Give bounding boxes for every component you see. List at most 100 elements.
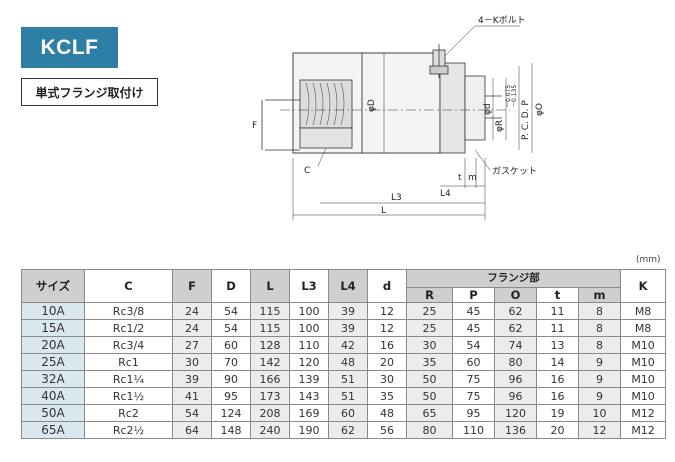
cell-o: 120 xyxy=(494,404,537,422)
cell-r: 30 xyxy=(406,336,453,354)
cell-t: 11 xyxy=(536,319,579,337)
cell-d: 16 xyxy=(367,336,407,354)
cell-r: 50 xyxy=(406,387,453,405)
cell-size: 40A xyxy=(21,387,85,405)
product-code-badge: KCLF xyxy=(21,27,118,68)
flange xyxy=(439,62,466,154)
cell-l3: 139 xyxy=(289,370,329,388)
header-l4: L4 xyxy=(328,269,368,303)
dim-r: φR xyxy=(495,120,505,132)
cell-m: 8 xyxy=(577,302,622,320)
cell-l: 115 xyxy=(250,319,290,337)
cell-l3: 169 xyxy=(289,404,329,422)
cell-r: 25 xyxy=(406,319,453,337)
cell-p: 75 xyxy=(452,370,495,388)
cell-t: 14 xyxy=(536,353,579,371)
cell-l4: 39 xyxy=(328,319,368,337)
cell-k: M12 xyxy=(620,421,667,439)
cell-l4: 42 xyxy=(328,336,368,354)
cell-m: 9 xyxy=(577,387,622,405)
cell-t: 16 xyxy=(536,370,579,388)
cell-d: 20 xyxy=(367,353,407,371)
header-k: K xyxy=(620,269,667,303)
cell-k: M8 xyxy=(620,319,667,337)
dim-r-tol-upper: －0.075 xyxy=(505,85,512,108)
dim-d-inner: φd xyxy=(483,103,493,115)
dim-m: m xyxy=(468,173,477,183)
cell-f: 24 xyxy=(172,302,212,320)
cell-d: 60 xyxy=(211,336,251,354)
cell-k: M10 xyxy=(620,336,667,354)
cell-d: 95 xyxy=(211,387,251,405)
cell-l4: 60 xyxy=(328,404,368,422)
dim-f: F xyxy=(252,121,257,131)
cell-m: 9 xyxy=(577,370,622,388)
dim-r-tol-lower: －0.135 xyxy=(511,85,518,108)
cell-k: M12 xyxy=(620,404,667,422)
cell-f: 30 xyxy=(172,353,212,371)
cell-m: 8 xyxy=(577,336,622,354)
cell-l: 166 xyxy=(250,370,290,388)
header-r: R xyxy=(406,287,453,303)
spec-table: サイズ C F D L L3 L4 d フランジ部 K R P O t m 10… xyxy=(21,269,667,439)
cell-d: 148 xyxy=(211,421,251,439)
cell-size: 25A xyxy=(21,353,85,371)
cell-d: 54 xyxy=(211,319,251,337)
cell-l3: 190 xyxy=(289,421,329,439)
cell-p: 75 xyxy=(452,387,495,405)
cell-d: 54 xyxy=(211,302,251,320)
cell-o: 62 xyxy=(494,319,537,337)
header-f: F xyxy=(172,269,212,303)
cell-o: 96 xyxy=(494,387,537,405)
cell-o: 96 xyxy=(494,370,537,388)
cell-l3: 143 xyxy=(289,387,329,405)
cell-p: 45 xyxy=(452,302,495,320)
cell-m: 12 xyxy=(577,421,622,439)
cell-r: 65 xyxy=(406,404,453,422)
cell-l3: 120 xyxy=(289,353,329,371)
dim-c: C xyxy=(304,166,310,176)
cell-c: Rc3/8 xyxy=(84,302,173,320)
cell-p: 110 xyxy=(452,421,495,439)
dim-d-outer: φD xyxy=(367,99,377,112)
cell-l: 115 xyxy=(250,302,290,320)
cell-k: M10 xyxy=(620,387,667,405)
dim-pcd: P. C. D. P xyxy=(521,100,531,140)
cell-l: 240 xyxy=(250,421,290,439)
cell-o: 80 xyxy=(494,353,537,371)
cell-size: 65A xyxy=(21,421,85,439)
cell-d: 56 xyxy=(367,421,407,439)
cell-t: 20 xyxy=(536,421,579,439)
header-m: m xyxy=(577,287,622,303)
cell-l: 173 xyxy=(250,387,290,405)
cell-d: 90 xyxy=(211,370,251,388)
cell-l3: 100 xyxy=(289,302,329,320)
cell-d: 12 xyxy=(367,319,407,337)
cell-c: Rc1¼ xyxy=(84,370,173,388)
header-size: サイズ xyxy=(21,269,85,303)
cell-l: 128 xyxy=(250,336,290,354)
cell-m: 10 xyxy=(577,404,622,422)
cell-p: 60 xyxy=(452,353,495,371)
bolt-label: 4－Kボルト xyxy=(478,15,526,26)
cell-f: 27 xyxy=(172,336,212,354)
cell-d: 12 xyxy=(367,302,407,320)
cell-f: 39 xyxy=(172,370,212,388)
cell-l4: 51 xyxy=(328,387,368,405)
cell-c: Rc2 xyxy=(84,404,173,422)
header-flange-group: フランジ部 xyxy=(405,269,622,288)
cell-f: 54 xyxy=(172,404,212,422)
dim-l3: L3 xyxy=(391,193,402,203)
cell-c: Rc1 xyxy=(84,353,173,371)
cell-l4: 39 xyxy=(328,302,368,320)
cell-m: 8 xyxy=(577,319,622,337)
cell-f: 41 xyxy=(172,387,212,405)
cell-d: 48 xyxy=(367,404,407,422)
cell-r: 35 xyxy=(406,353,453,371)
cell-o: 74 xyxy=(494,336,537,354)
cell-l3: 100 xyxy=(289,319,329,337)
dim-t: t xyxy=(458,173,462,183)
